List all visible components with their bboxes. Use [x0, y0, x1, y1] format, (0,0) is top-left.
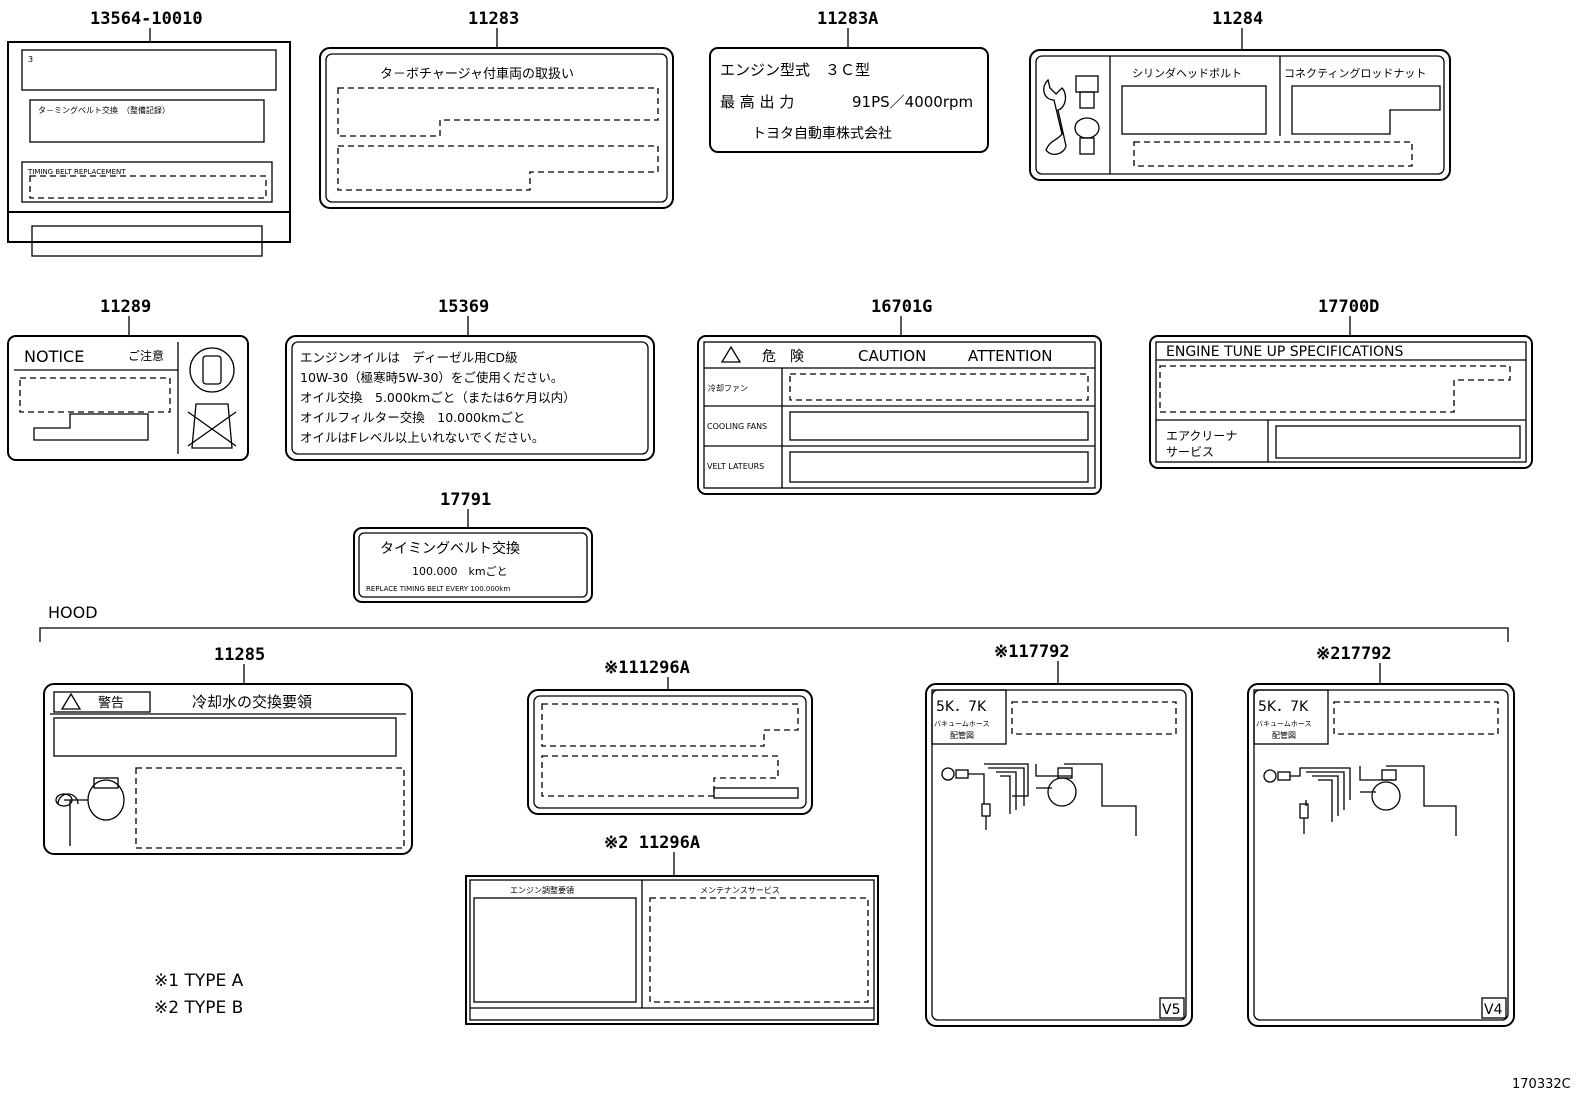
- part-number: ※111296A: [604, 658, 690, 678]
- hood-heading: HOOD: [48, 603, 98, 622]
- warning-triangle-icon: [60, 692, 82, 710]
- label-111296A[interactable]: ※111296A: [527, 658, 813, 815]
- label-line: オイル交換 5.000kmごと（または6ケ月以内）: [300, 390, 576, 405]
- label-title: タ－ボチャージャ付車両の取扱い: [380, 67, 574, 82]
- part-number: 11289: [100, 297, 151, 317]
- label-13564-10010[interactable]: 13564-10010 3 タ－ミングベルト交換 （整備記録） TIMING B…: [7, 9, 291, 257]
- label-11289[interactable]: 11289 NOTICE ご注意: [7, 297, 249, 461]
- label-15369[interactable]: 15369 エンジンオイルは ディーゼル用CD級 10W-30（極寒時5W-30…: [285, 297, 655, 461]
- label-11284[interactable]: 11284 シリンダヘッドボルト コネクティングロッドナット: [1029, 9, 1451, 181]
- part-number: 11285: [214, 645, 265, 665]
- part-number: 17700D: [1318, 297, 1379, 317]
- label-11285[interactable]: 11285 警告 冷却水の交換要領: [43, 645, 413, 855]
- part-number: ※2 11296A: [604, 833, 700, 853]
- label-17791[interactable]: 17791 タイミングベルト交換 100.000 kmごと REPLACE TI…: [353, 490, 593, 603]
- part-number: 13564-10010: [90, 9, 203, 29]
- column-header: シリンダヘッドボルト: [1132, 66, 1242, 80]
- label-title: ENGINE TUNE UP SPECIFICATIONS: [1166, 344, 1403, 360]
- header-caution: CAUTION: [858, 347, 926, 365]
- label-line: オイルフィルター交換 10.000kmごと: [300, 410, 525, 425]
- label-11283A[interactable]: 11283A エンジン型式 ３Ｃ型 最 高 出 力 91PS／4000rpm ト…: [709, 9, 989, 153]
- part-number: ※117792: [994, 642, 1070, 662]
- label-line: 最 高 出 力: [720, 93, 794, 111]
- label-line: エンジン型式 ３Ｃ型: [720, 61, 870, 79]
- label-line: トヨタ自動車株式会社: [752, 125, 892, 142]
- oil-cap-icon: [187, 347, 237, 449]
- part-number: ※217792: [1316, 644, 1392, 664]
- column-header: コネクティングロッドナット: [1284, 66, 1426, 80]
- row-label: VELT LATEURS: [707, 462, 764, 471]
- part-number: 11283: [468, 9, 519, 29]
- corner-code: V5: [1162, 1002, 1180, 1018]
- label-16701G[interactable]: 16701G 危 険 CAUTION ATTENTION 冷却ファン COOLI…: [697, 297, 1102, 495]
- note-type-a: ※1 TYPE A: [154, 971, 244, 991]
- part-number: 17791: [440, 490, 491, 510]
- row-label: サービス: [1166, 445, 1214, 459]
- label-line: エンジンオイルは ディーゼル用CD級: [300, 350, 518, 365]
- warning-heading: 警告: [98, 695, 124, 711]
- engine-tag: バキュームホース: [934, 720, 989, 728]
- label-line: TIMING BELT REPLACEMENT: [27, 168, 126, 176]
- warning-triangle-icon: [720, 345, 742, 363]
- label-line: 10W-30（極寒時5W-30）をご使用ください。: [300, 370, 563, 385]
- engine-tag: 5K．7K: [1258, 699, 1309, 715]
- part-number: 11283A: [817, 9, 878, 29]
- label-line: 91PS／4000rpm: [852, 93, 973, 111]
- engine-tag: バキュームホース: [1256, 720, 1311, 728]
- label-line: オイルはFレベル以上いれないでください。: [300, 430, 544, 445]
- column-header: エンジン調整要領: [510, 885, 574, 895]
- drawing-number: 170332C: [1512, 1077, 1571, 1092]
- row-label: COOLING FANS: [707, 422, 767, 431]
- hood-bracket: [39, 627, 1509, 642]
- vacuum-hose-diagram: [941, 763, 1137, 836]
- label-line: 100.000 kmごと: [412, 564, 508, 578]
- engine-tag: 5K．7K: [936, 699, 987, 715]
- notice-heading: NOTICE: [24, 347, 84, 366]
- label-line: REPLACE TIMING BELT EVERY 100.000km: [366, 585, 510, 593]
- part-number: 16701G: [871, 297, 932, 317]
- part-number: 11284: [1212, 9, 1263, 29]
- notice-heading-jp: ご注意: [128, 348, 164, 363]
- corner-code: V4: [1484, 1002, 1503, 1018]
- radiator-cap-icon: [55, 777, 125, 846]
- label-line: 3: [28, 55, 33, 64]
- wrench-bolt-icon: [1043, 75, 1100, 156]
- label-211296A[interactable]: ※2 11296A エンジン調整要領 メンテナンスサービス: [465, 833, 879, 1025]
- row-label: 冷却ファン: [708, 383, 748, 393]
- engine-tag: 配管図: [950, 730, 974, 740]
- header-attention: ATTENTION: [968, 347, 1052, 365]
- column-header: メンテナンスサービス: [700, 886, 780, 895]
- header-jp: 危 険: [762, 349, 804, 365]
- label-line: タイミングベルト交換: [380, 540, 520, 557]
- row-label: エアクリーナ: [1166, 429, 1237, 443]
- label-line: タ－ミングベルト交換 （整備記録）: [38, 105, 170, 115]
- label-117792[interactable]: ※117792 5K．7K バキュームホース 配管図 V5: [925, 642, 1193, 1027]
- label-217792[interactable]: ※217792 5K．7K バキュームホース 配管図 V4: [1247, 644, 1515, 1027]
- vacuum-hose-diagram: [1263, 765, 1457, 836]
- note-type-b: ※2 TYPE B: [154, 998, 243, 1018]
- label-11283[interactable]: 11283 タ－ボチャージャ付車両の取扱い: [319, 9, 674, 209]
- part-number: 15369: [438, 297, 489, 317]
- label-17700D[interactable]: 17700D ENGINE TUNE UP SPECIFICATIONS エアク…: [1149, 297, 1533, 469]
- engine-tag: 配管図: [1272, 730, 1296, 740]
- label-title: 冷却水の交換要領: [192, 693, 312, 711]
